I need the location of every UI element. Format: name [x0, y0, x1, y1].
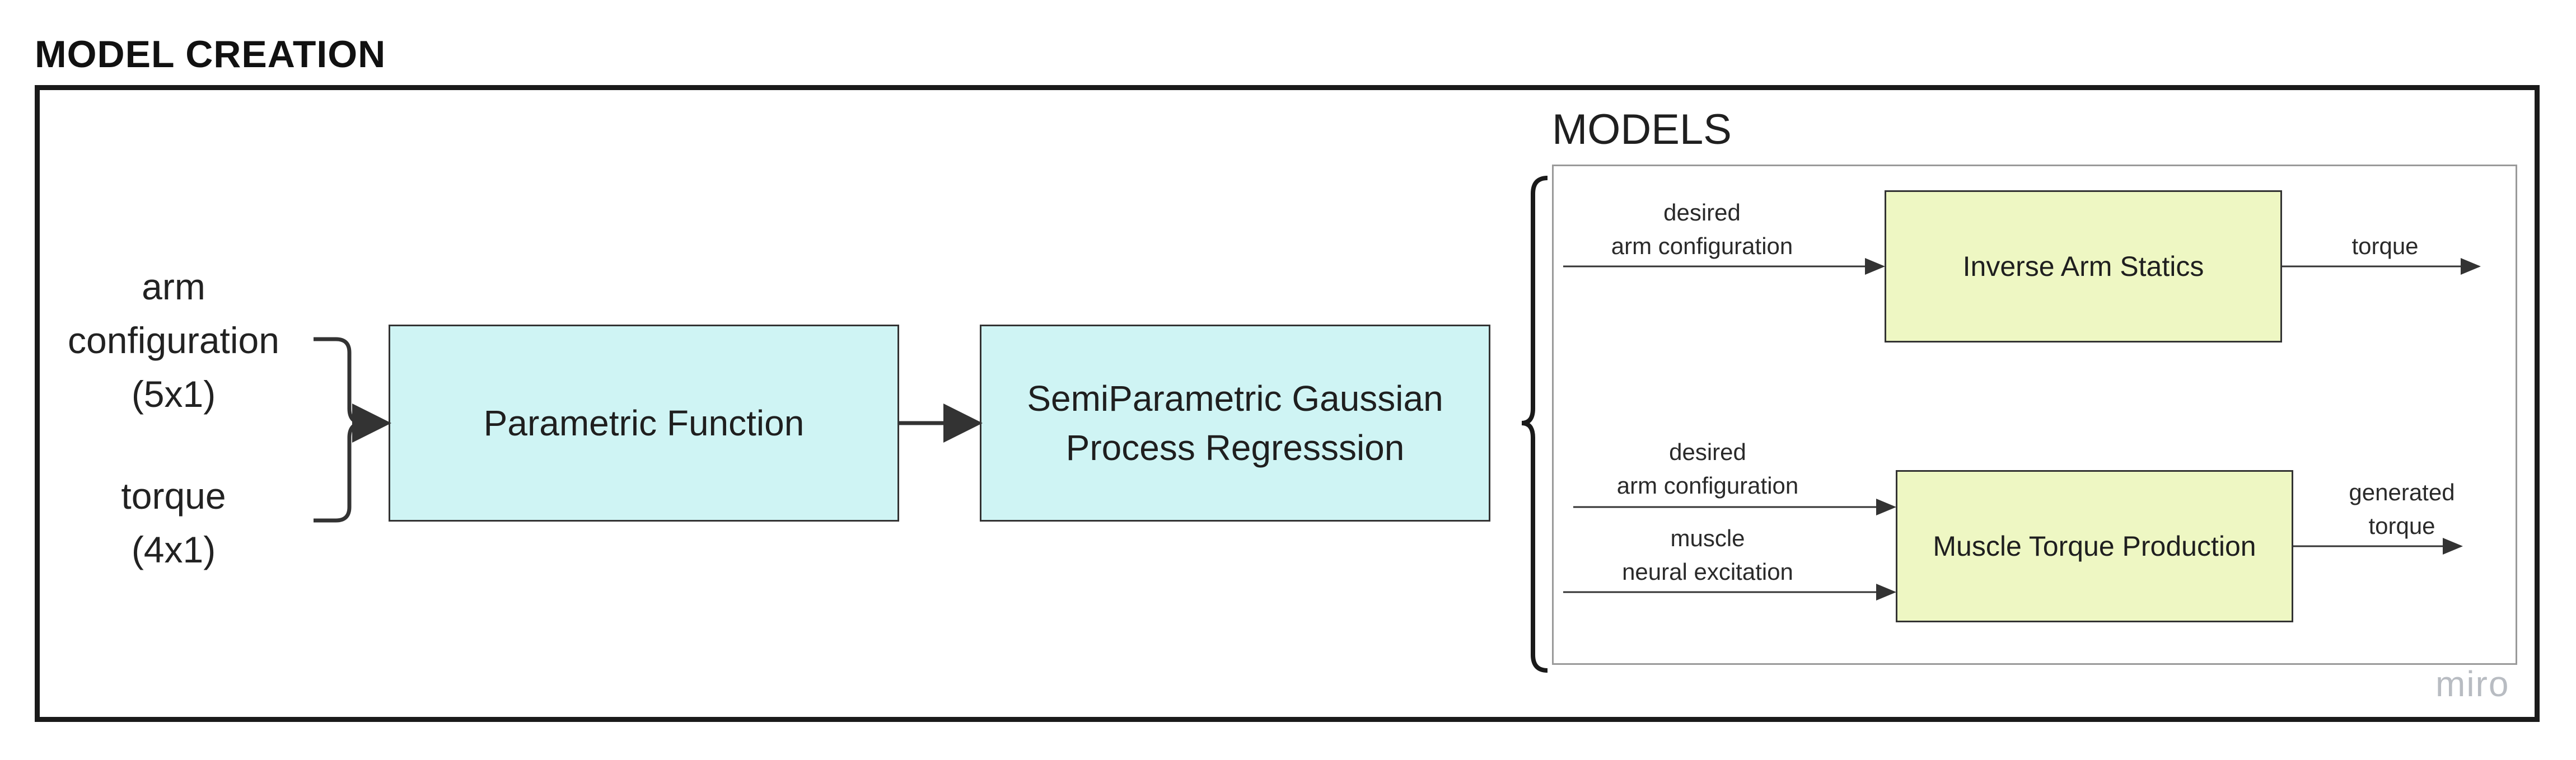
models-curly-brace: [1521, 176, 1548, 673]
input-arm-line-3: (5x1): [131, 373, 216, 415]
input-arm-configuration: arm configuration (5x1): [56, 260, 291, 421]
ias-output-label: torque: [2329, 229, 2441, 263]
mtp-input-1-label: desired arm configuration: [1568, 435, 1848, 503]
mtp-output-line-2: torque: [2368, 513, 2435, 539]
ias-input-line-1: desired: [1663, 199, 1741, 226]
semiparametric-gp-label-line-2: Process Regresssion: [1065, 428, 1405, 468]
input-torque-line-1: torque: [121, 475, 226, 517]
semiparametric-gp-block[interactable]: SemiParametric Gaussian Process Regresss…: [980, 325, 1490, 522]
input-merge-bracket: [314, 337, 363, 523]
section-title: MODEL CREATION: [35, 33, 386, 76]
inverse-arm-statics-block[interactable]: Inverse Arm Statics: [1885, 190, 2282, 343]
mtp-output-label: generated torque: [2318, 476, 2486, 543]
mtp-input-2-line-1: muscle: [1670, 525, 1745, 551]
model-creation-frame: [35, 85, 2540, 722]
muscle-torque-production-block[interactable]: Muscle Torque Production: [1896, 470, 2293, 622]
mtp-input-2-line-2: neural excitation: [1622, 559, 1793, 585]
ias-input-line-2: arm configuration: [1611, 233, 1793, 259]
muscle-torque-production-label: Muscle Torque Production: [1933, 531, 2256, 562]
mtp-input-1-line-1: desired: [1669, 439, 1746, 465]
parametric-function-block[interactable]: Parametric Function: [389, 325, 899, 522]
mtp-output-line-1: generated: [2349, 479, 2455, 505]
mtp-input-1-line-2: arm configuration: [1616, 472, 1799, 499]
input-torque: torque (4x1): [56, 469, 291, 576]
models-title: MODELS: [1552, 106, 1732, 153]
mtp-input-2-label: muscle neural excitation: [1568, 522, 1848, 589]
models-panel: [1552, 165, 2517, 665]
parametric-function-label: Parametric Function: [483, 403, 805, 443]
input-torque-line-2: (4x1): [131, 529, 216, 570]
input-arm-line-1: arm: [142, 266, 205, 307]
ias-input-label: desired arm configuration: [1562, 196, 1842, 263]
semiparametric-gp-label-line-1: SemiParametric Gaussian: [1027, 378, 1443, 419]
semiparametric-gp-label: SemiParametric Gaussian Process Regresss…: [1027, 374, 1443, 472]
input-arm-line-2: configuration: [68, 320, 279, 361]
inverse-arm-statics-label: Inverse Arm Statics: [1962, 251, 2204, 282]
ias-output-line-1: torque: [2351, 233, 2419, 259]
miro-logo: miro: [2435, 664, 2510, 704]
